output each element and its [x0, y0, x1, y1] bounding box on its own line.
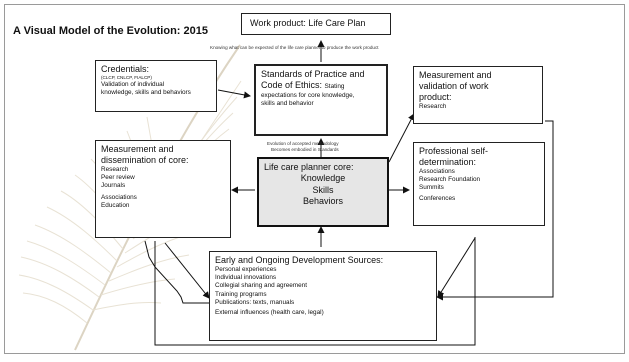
professional-item: Conferences [419, 194, 456, 202]
measurement-core-item: Education [101, 201, 130, 209]
development-item: Individual innovations [215, 274, 277, 282]
development-item: Personal experiences [215, 266, 277, 273]
core-heading: Life care planner core: [264, 162, 354, 172]
measurement-core-item: Research [101, 166, 129, 173]
development-heading: Early and Ongoing Development Sources: [215, 255, 384, 265]
credentials-acronyms: (CLCP, CNLCP, FIALCP) [101, 75, 152, 80]
measurement-core-box: Measurement and dissemination of core: R… [95, 140, 231, 238]
work-product-note: Knowing what can be expected of the life… [210, 45, 379, 50]
development-box: Early and Ongoing Development Sources: P… [209, 251, 437, 341]
professional-heading: determination: [419, 157, 477, 167]
development-item: External influences (health care, legal) [215, 309, 324, 317]
professional-heading: Professional self- [419, 146, 489, 156]
development-item: Publications: texts, manuals [215, 298, 295, 306]
professional-item: Research Foundation [419, 176, 481, 184]
development-item: Training programs [215, 290, 267, 298]
measurement-core-item: Peer review [101, 174, 135, 182]
work-product-label: Work product: Life Care Plan [250, 18, 366, 28]
measurement-work-box: Measurement and validation of work produ… [413, 66, 543, 124]
measurement-core-item: Associations [101, 193, 137, 201]
development-item: Collegial sharing and agreement [215, 282, 308, 290]
measurement-work-heading: validation of work [419, 81, 489, 91]
measurement-work-item: Research [419, 103, 447, 110]
measurement-core-heading: Measurement and [101, 144, 174, 154]
slide: A Visual Model of the Evolution: 2015 Wo… [4, 4, 625, 354]
professional-item: Summits [419, 184, 444, 192]
measurement-core-item: Journals [101, 182, 126, 190]
standards-box: Standards of Practice and Code of Ethics… [254, 64, 388, 136]
credentials-box: Credentials: (CLCP, CNLCP, FIALCP) Valid… [95, 60, 217, 112]
professional-box: Professional self- determination: Associ… [413, 142, 545, 226]
standards-line: skills and behavior [261, 100, 314, 108]
work-product-box: Work product: Life Care Plan [241, 13, 391, 35]
core-item: Skills [312, 184, 334, 195]
core-item: Behaviors [302, 196, 344, 206]
standards-inline-sub: Stating [324, 83, 345, 90]
core-item: Knowledge [300, 173, 346, 183]
connector-arrows [144, 40, 554, 346]
methodology-note: Becomes embodied in Standards [271, 147, 339, 152]
standards-line: expectations for core knowledge, [261, 92, 355, 99]
core-box: Life care planner core: Knowledge Skills… [257, 157, 389, 227]
credentials-heading: Credentials: [101, 64, 150, 74]
credentials-line: knowledge, skills and behaviors [101, 89, 191, 97]
standards-heading: Code of Ethics: Stating [261, 80, 345, 90]
diagram-title: A Visual Model of the Evolution: 2015 [13, 25, 208, 37]
measurement-work-heading: Measurement and [419, 70, 492, 80]
standards-heading: Standards of Practice and [261, 69, 365, 79]
methodology-note: Evolution of accepted methodology [267, 141, 339, 146]
credentials-line: Validation of individual [101, 81, 165, 88]
professional-item: Associations [419, 168, 455, 175]
measurement-core-heading: dissemination of core: [101, 155, 189, 165]
measurement-work-heading: product: [419, 92, 452, 102]
